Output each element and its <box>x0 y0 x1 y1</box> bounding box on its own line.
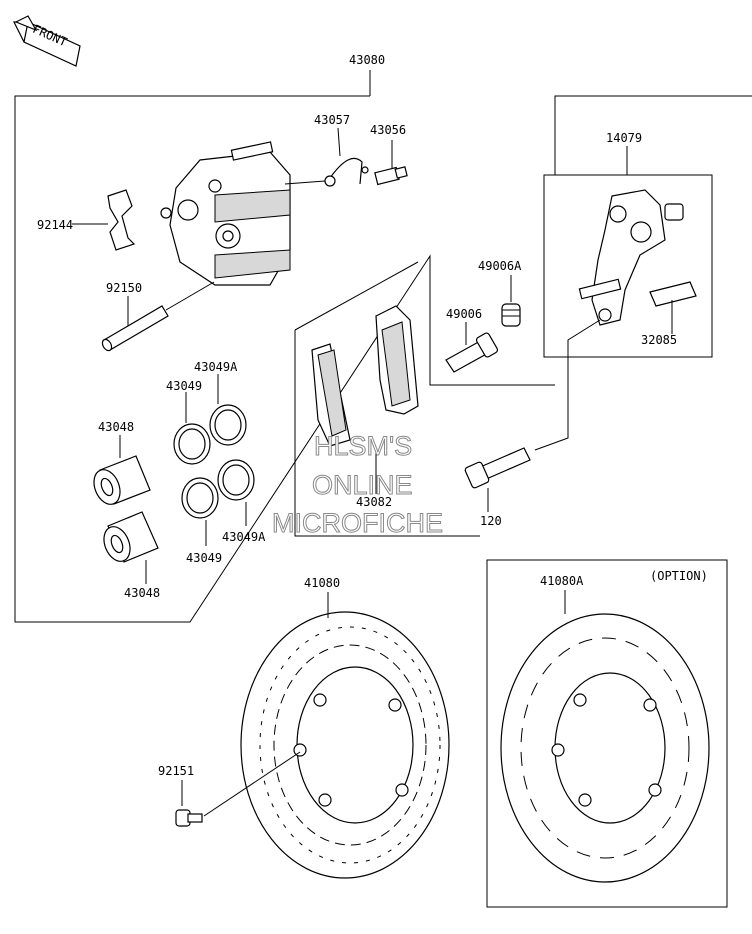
leader-92151b <box>203 751 301 817</box>
caliper-body <box>160 141 291 286</box>
part-43048-top-piston <box>93 455 151 505</box>
watermark: HLSM'S ONLINE MICROFICHE <box>272 431 444 539</box>
part-43056-bleeder <box>374 166 408 186</box>
part-43057-hose <box>324 157 369 187</box>
caliper-assembly-frame <box>14 95 752 623</box>
part-43049-bottom-ring <box>181 477 219 519</box>
part-43082: 43082 <box>356 495 392 509</box>
leader-120-bracket <box>534 319 601 451</box>
part-92151: 92151 <box>158 764 194 778</box>
bracket-frame <box>543 174 713 358</box>
part-43082-pads <box>311 305 419 447</box>
part-43048-top: 43048 <box>98 420 134 434</box>
part-43048-bottom: 43048 <box>124 586 160 600</box>
part-32085-shim <box>649 281 697 307</box>
part-32085: 32085 <box>641 333 677 347</box>
part-49006: 49006 <box>446 307 482 321</box>
part-49006A: 49006A <box>478 259 522 273</box>
part-43049-bottom: 43049 <box>186 551 222 565</box>
leader-43057b <box>284 180 326 185</box>
leader-43057 <box>337 127 341 157</box>
part-43048-bottom-piston <box>103 511 159 563</box>
part-41080A-disc <box>500 613 710 883</box>
part-92150-pin <box>101 305 169 352</box>
pad-box <box>294 330 480 537</box>
part-43049-top: 43049 <box>166 379 202 393</box>
watermark-line3: MICROFICHE <box>272 508 443 538</box>
part-92150: 92150 <box>106 281 142 295</box>
part-43049A-bottom-ring <box>217 459 255 501</box>
part-92144-clip <box>107 189 136 251</box>
part-14079: 14079 <box>606 131 642 145</box>
option-label: (OPTION) <box>650 569 708 583</box>
part-41080-disc <box>240 611 450 879</box>
pad-box-edge <box>294 261 419 331</box>
part-43049-top-ring <box>173 423 211 465</box>
part-43049A-top: 43049A <box>194 360 238 374</box>
leader-92150b <box>165 281 215 311</box>
part-14079-bracket <box>578 189 684 326</box>
part-92151-screw <box>175 809 203 827</box>
front-arrow-badge: FRONT <box>13 15 81 67</box>
watermark-line2: ONLINE <box>312 470 413 500</box>
part-120-bolt <box>464 447 531 489</box>
part-49006-pin <box>445 332 499 373</box>
part-43049A-bottom: 43049A <box>222 530 266 544</box>
part-92144: 92144 <box>37 218 73 232</box>
option-frame <box>486 559 728 908</box>
watermark-line1: HLSM'S <box>314 431 412 461</box>
part-43056: 43056 <box>370 123 406 137</box>
part-41080A: 41080A <box>540 574 584 588</box>
part-43057: 43057 <box>314 113 350 127</box>
part-120: 120 <box>480 514 502 528</box>
part-41080: 41080 <box>304 576 340 590</box>
part-43049A-top-ring <box>209 404 247 446</box>
part-43080: 43080 <box>349 53 385 67</box>
part-49006A-boot <box>501 303 521 327</box>
